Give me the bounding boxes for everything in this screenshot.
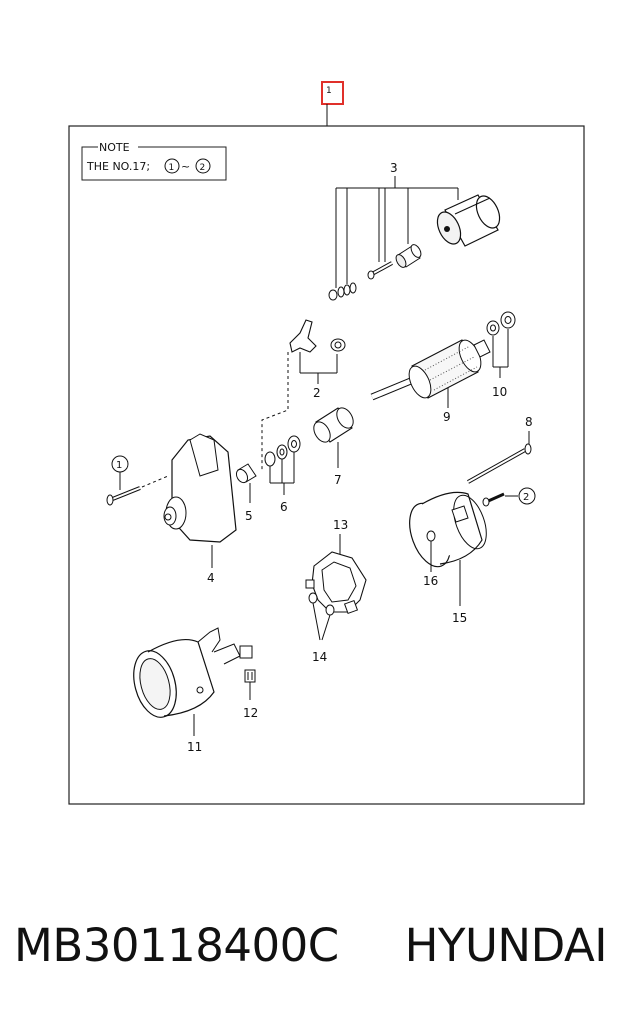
part-13-brush-holder[interactable]: 13	[305, 518, 367, 615]
part-10-washers[interactable]: 10	[486, 311, 516, 399]
note-ref-end: 2	[200, 163, 206, 173]
part-8-through-bolt[interactable]: 8	[467, 415, 533, 484]
circled-callout-2-screw[interactable]: 2	[482, 487, 536, 507]
part-2-lever-group[interactable]: 2	[261, 319, 346, 470]
part-3-solenoid-group[interactable]: 3	[328, 161, 504, 301]
note-box: NOTE THE NO.17; 1 ~ 2	[81, 141, 227, 181]
note-heading: NOTE	[99, 141, 130, 154]
part-16-bushing[interactable]: 16	[423, 530, 438, 588]
callout-2: 2	[313, 386, 321, 400]
note-ref-start: 1	[169, 163, 175, 173]
part-6-washers[interactable]: 6	[264, 435, 301, 514]
circled-callout-2: 2	[523, 492, 529, 503]
plunger	[395, 244, 422, 268]
solenoid-spring	[328, 282, 357, 301]
solenoid-body	[436, 194, 501, 247]
top-marker[interactable]: 1	[321, 81, 344, 105]
callout-9: 9	[443, 410, 451, 424]
note-text: THE NO.17;	[86, 160, 150, 173]
callout-11: 11	[187, 740, 202, 754]
circled-callout-1: 1	[116, 460, 122, 471]
part-5-bushing[interactable]: 5	[234, 463, 257, 523]
circled-callout-1-bolt[interactable]: 1	[106, 455, 169, 506]
callout-15: 15	[452, 611, 467, 625]
callout-14: 14	[312, 650, 327, 664]
callout-4: 4	[207, 571, 215, 585]
part-15-rear-cover[interactable]: 15	[402, 490, 493, 625]
part-9-armature[interactable]: 9	[370, 337, 491, 424]
callout-16: 16	[423, 574, 438, 588]
part-14-springs[interactable]: 14	[308, 592, 335, 664]
callout-7: 7	[334, 473, 342, 487]
part-number: MB30118400C	[14, 918, 339, 972]
part-7-pinion[interactable]: 7	[310, 405, 356, 487]
callout-3: 3	[390, 161, 398, 175]
diagram-frame	[68, 125, 585, 805]
part-4-front-housing[interactable]: 4	[163, 433, 237, 585]
callout-13: 13	[333, 518, 348, 532]
top-marker-label: 1	[326, 86, 332, 96]
callout-10: 10	[492, 385, 507, 399]
callout-8: 8	[525, 415, 533, 429]
callout-6: 6	[280, 500, 288, 514]
caption-bar: MB30118400C HYUNDAI	[0, 905, 621, 985]
solenoid-pin	[367, 261, 393, 280]
brand-name: HYUNDAI	[404, 918, 608, 972]
callout-12: 12	[243, 706, 258, 720]
callout-5: 5	[245, 509, 253, 523]
part-12-brush[interactable]: 12	[243, 669, 258, 720]
starter-motor-exploded-diagram: 1 NOTE THE NO.17; 1 ~ 2 3	[68, 81, 585, 805]
part-11-yoke[interactable]: 11	[127, 627, 253, 754]
note-range-sep: ~	[181, 160, 190, 173]
